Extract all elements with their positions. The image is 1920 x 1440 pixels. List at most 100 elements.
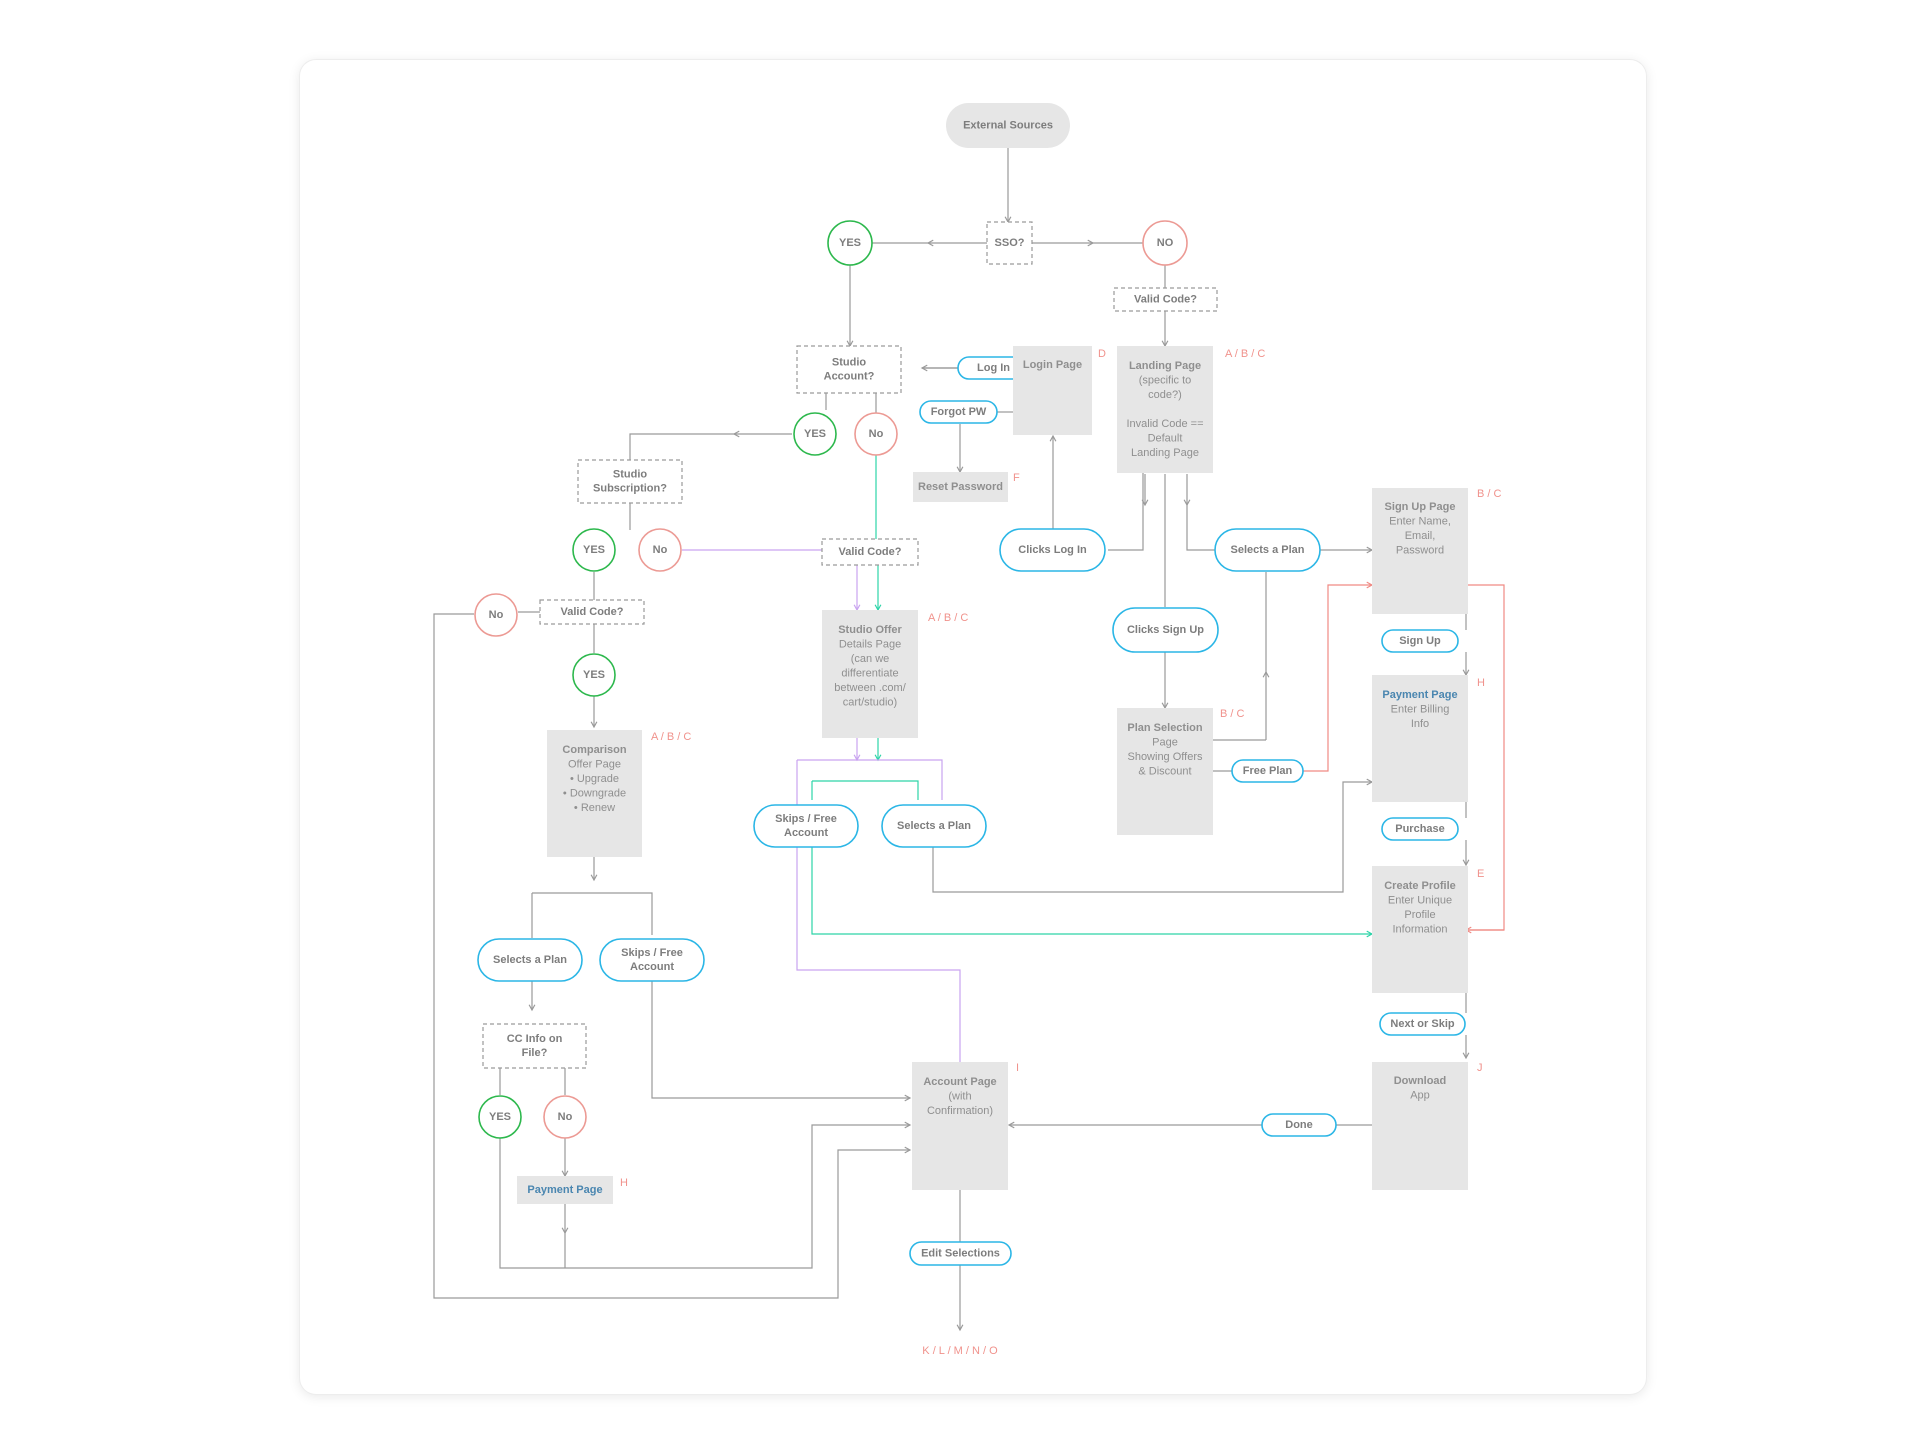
selects-a-plan-mid-button-text: Selects a Plan: [897, 820, 971, 832]
letter-bc-signup: B / C: [1477, 488, 1502, 500]
download-app-page-text: Download: [1394, 1075, 1447, 1087]
clicks-log-in-button-shape[interactable]: [999, 528, 1106, 572]
free-plan-button-text: Free Plan: [1243, 765, 1293, 777]
create-profile-page-text: Enter Unique: [1388, 894, 1452, 906]
skips-free-account-left-button-shape[interactable]: [599, 938, 705, 982]
studio-offer-details-page-text: Studio Offer: [838, 624, 902, 636]
landing-page-text: (specific to: [1139, 374, 1192, 386]
yes-subscription-text: YES: [583, 544, 605, 556]
log-in-button[interactable]: Log In: [957, 356, 1030, 380]
edge-subscription-down: [629, 433, 734, 460]
no-studio-shape: [854, 412, 898, 456]
reset-password-page-text: Reset Password: [918, 481, 1003, 493]
yes-cc-info-shape: [478, 1095, 522, 1139]
account-page-text: Confirmation): [927, 1105, 993, 1117]
valid-code-left-shape: [539, 599, 645, 625]
edge-comparison-down-arrowhead: [590, 874, 598, 882]
plan-selection-page-text: Plan Selection: [1127, 722, 1202, 734]
selects-a-plan-top-button-shape[interactable]: [1214, 528, 1321, 572]
no-cc-info-shape: [543, 1095, 587, 1139]
clicks-sign-up-button-shape[interactable]: [1112, 607, 1219, 653]
clicks-log-in-button[interactable]: Clicks Log In: [999, 528, 1106, 572]
free-plan-button-shape[interactable]: [1231, 759, 1304, 783]
letter-abc-comparison-text: A / B / C: [651, 731, 691, 743]
comparison-offer-page-shape: [547, 730, 642, 857]
studio-offer-details-page-text: differentiate: [841, 667, 898, 679]
purchase-button[interactable]: Purchase: [1381, 817, 1459, 841]
valid-code-mid-shape: [821, 538, 919, 566]
studio-account-decision-shape: [796, 345, 902, 394]
external-sources-text: External Sources: [963, 119, 1053, 131]
letter-j-text: J: [1477, 1062, 1483, 1074]
edge-offer-purple-right: [797, 759, 943, 800]
selects-a-plan-left-button[interactable]: Selects a Plan: [477, 938, 583, 982]
yes-sso: YES: [827, 220, 873, 266]
letter-i: I: [1016, 1062, 1019, 1074]
skips-free-account-mid-button-text: Account: [784, 827, 828, 839]
edge-selectsplan-to-payment: [932, 781, 1372, 893]
yes-cc-info: YES: [478, 1095, 522, 1139]
skips-free-account-left-button-text: Skips / Free: [621, 947, 683, 959]
purchase-button-shape[interactable]: [1381, 817, 1459, 841]
letters-end-text: K / L / M / N / O: [922, 1345, 998, 1357]
sso-decision: SSO?: [986, 221, 1033, 265]
forgot-pw-button-text: Forgot PW: [931, 406, 987, 418]
external-sources-shape[interactable]: [946, 103, 1070, 148]
studio-offer-details-page-text: (can we: [851, 653, 890, 665]
landing-page-text: Default: [1148, 432, 1183, 444]
payment-page-left-text: Payment Page: [527, 1184, 602, 1196]
next-or-skip-button-shape[interactable]: [1379, 1012, 1466, 1036]
letter-bc-signup-text: B / C: [1477, 488, 1502, 500]
yes-left-shape: [572, 653, 616, 697]
forgot-pw-button-shape[interactable]: [919, 400, 998, 424]
next-or-skip-button[interactable]: Next or Skip: [1379, 1012, 1466, 1036]
forgot-pw-button[interactable]: Forgot PW: [919, 400, 998, 424]
studio-account-decision-text: Account?: [824, 370, 875, 382]
letter-abc-comparison: A / B / C: [651, 731, 691, 743]
selects-a-plan-mid-button[interactable]: Selects a Plan: [881, 804, 987, 848]
skips-free-account-mid-button-shape[interactable]: [753, 804, 859, 848]
landing-page-text: Landing Page: [1129, 360, 1201, 372]
edit-selections-button[interactable]: Edit Selections: [909, 1241, 1012, 1266]
sso-decision-shape: [986, 221, 1033, 265]
cc-info-decision-text: File?: [522, 1047, 548, 1059]
done-button[interactable]: Done: [1261, 1113, 1337, 1137]
sign-up-button[interactable]: Sign Up: [1381, 629, 1459, 653]
studio-offer-details-page-text: Details Page: [839, 638, 901, 650]
studio-subscription-decision-shape: [577, 459, 683, 504]
studio-offer-details-page-text: between .com/: [834, 682, 906, 694]
valid-code-mid: Valid Code?: [821, 538, 919, 566]
selects-a-plan-left-button-shape[interactable]: [477, 938, 583, 982]
letter-i-text: I: [1016, 1062, 1019, 1074]
done-button-shape[interactable]: [1261, 1113, 1337, 1137]
selects-a-plan-mid-button-shape[interactable]: [881, 804, 987, 848]
skips-free-account-left-button-text: Account: [630, 961, 674, 973]
clicks-log-in-button-text: Clicks Log In: [1018, 544, 1087, 556]
landing-page-text: code?): [1148, 389, 1182, 401]
letter-h-left: H: [620, 1177, 628, 1189]
selects-a-plan-top-button[interactable]: Selects a Plan: [1214, 528, 1321, 572]
clicks-sign-up-button[interactable]: Clicks Sign Up: [1112, 607, 1219, 653]
edge-nextskip-to-download-arrowhead: [1462, 1052, 1470, 1060]
login-page: Login Page: [1013, 346, 1092, 435]
free-plan-button[interactable]: Free Plan: [1231, 759, 1304, 783]
cc-info-decision-text: CC Info on: [507, 1033, 563, 1045]
payment-page-left-shape: [517, 1176, 613, 1204]
sign-up-button-shape[interactable]: [1381, 629, 1459, 653]
edit-selections-button-shape[interactable]: [909, 1241, 1012, 1266]
sign-up-page-text: Email,: [1405, 530, 1436, 542]
edge-edit-down-arrowhead: [956, 1324, 964, 1332]
sign-up-page-text: Password: [1396, 544, 1444, 556]
external-sources[interactable]: External Sources: [946, 103, 1070, 148]
letter-e: E: [1477, 868, 1484, 880]
edge-landing-down-a-arrowhead: [1141, 499, 1149, 507]
login-page-shape: [1013, 346, 1092, 435]
no-cc-info-text: No: [558, 1111, 573, 1123]
sign-up-button-text: Sign Up: [1399, 635, 1441, 647]
